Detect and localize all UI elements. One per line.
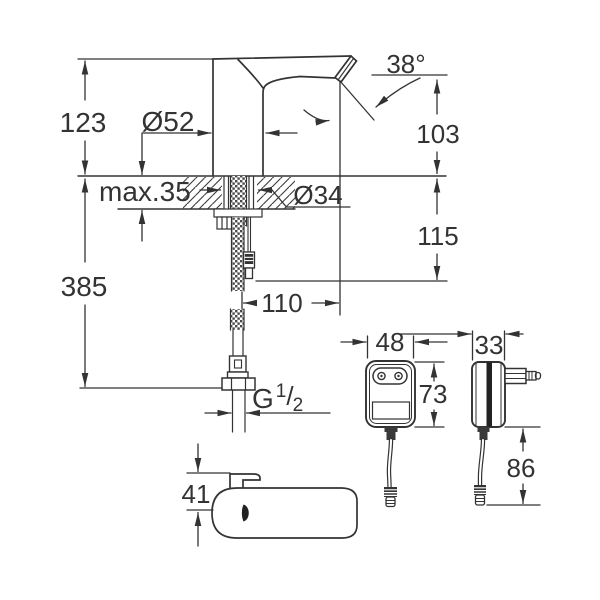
dim-label-deck-thickness: max.35	[99, 176, 191, 207]
psu-front-strain-relief	[384, 427, 398, 432]
spout-lip-inner	[337, 57, 355, 81]
angle-leader-arc	[375, 77, 421, 108]
psu-socket-hole-right	[394, 371, 403, 381]
dim-label-psu-depth: 33	[475, 330, 504, 360]
spout-column-joint	[237, 58, 264, 89]
spout-profile-view	[211, 473, 358, 539]
dim-label-psu-height: 73	[419, 379, 448, 409]
sensor-window	[241, 504, 249, 522]
spout-clip-tab	[229, 473, 261, 489]
dim-label-spout-angle: 38°	[386, 49, 425, 79]
mounting-shank	[213, 175, 263, 230]
psu-side-stripe	[486, 362, 492, 427]
spout-underside	[262, 75, 336, 177]
hex-nut	[221, 377, 256, 391]
dim-label-hole-diameter: Ø34	[293, 180, 342, 210]
dim-label-hose-length: 385	[61, 271, 108, 302]
stream-arrow	[303, 109, 330, 126]
psu-front-body-inner	[369, 364, 412, 424]
dim-label-height-above-deck: 123	[60, 107, 107, 138]
hose-fitting	[228, 355, 247, 373]
psu-socket-recess	[372, 367, 408, 385]
dimensions-psu-side	[399, 330, 541, 506]
dim-label-spout-reach: 110	[261, 288, 302, 318]
dim-label-outlet-height: 103	[416, 119, 459, 149]
mounting-washer	[213, 208, 263, 218]
psu-side-connector	[473, 485, 487, 506]
psu-side-strain-relief	[477, 427, 490, 432]
power-supply-side-view	[471, 361, 542, 506]
faucet-front-view	[77, 54, 447, 433]
sensor-cable	[242, 216, 256, 280]
dimensions-front-view	[77, 58, 448, 417]
spout-capsule-outline	[211, 487, 358, 539]
angle-leg-line	[339, 80, 375, 121]
dimension-labels-front: 123 385 Ø52 max.35 Ø34 38° 103 115 110 G…	[60, 49, 460, 416]
supply-hose-upper	[230, 216, 245, 292]
mounting-nut	[216, 216, 233, 230]
psu-side-body-lines	[475, 363, 502, 426]
psu-plug-pins	[504, 367, 542, 385]
supply-hose-lower	[221, 308, 256, 433]
dim-label-body-diameter: Ø52	[142, 106, 195, 137]
dimensions-psu-front	[340, 335, 448, 428]
psu-front-body	[365, 360, 416, 428]
faucet-body-outline	[212, 55, 352, 177]
psu-socket-hole-left	[377, 371, 386, 381]
power-supply-front-view	[365, 360, 416, 508]
dimensions-spout-profile	[186, 443, 231, 547]
dim-label-psu-width: 48	[376, 327, 405, 357]
psu-label-plate	[371, 401, 411, 420]
psu-front-connector	[383, 487, 398, 508]
dim-label-profile-height: 41	[182, 479, 211, 509]
dim-label-height-below-deck: 115	[417, 221, 458, 251]
deck-hatch-right	[257, 177, 295, 209]
dim-label-psu-cable-drop: 86	[507, 453, 536, 483]
